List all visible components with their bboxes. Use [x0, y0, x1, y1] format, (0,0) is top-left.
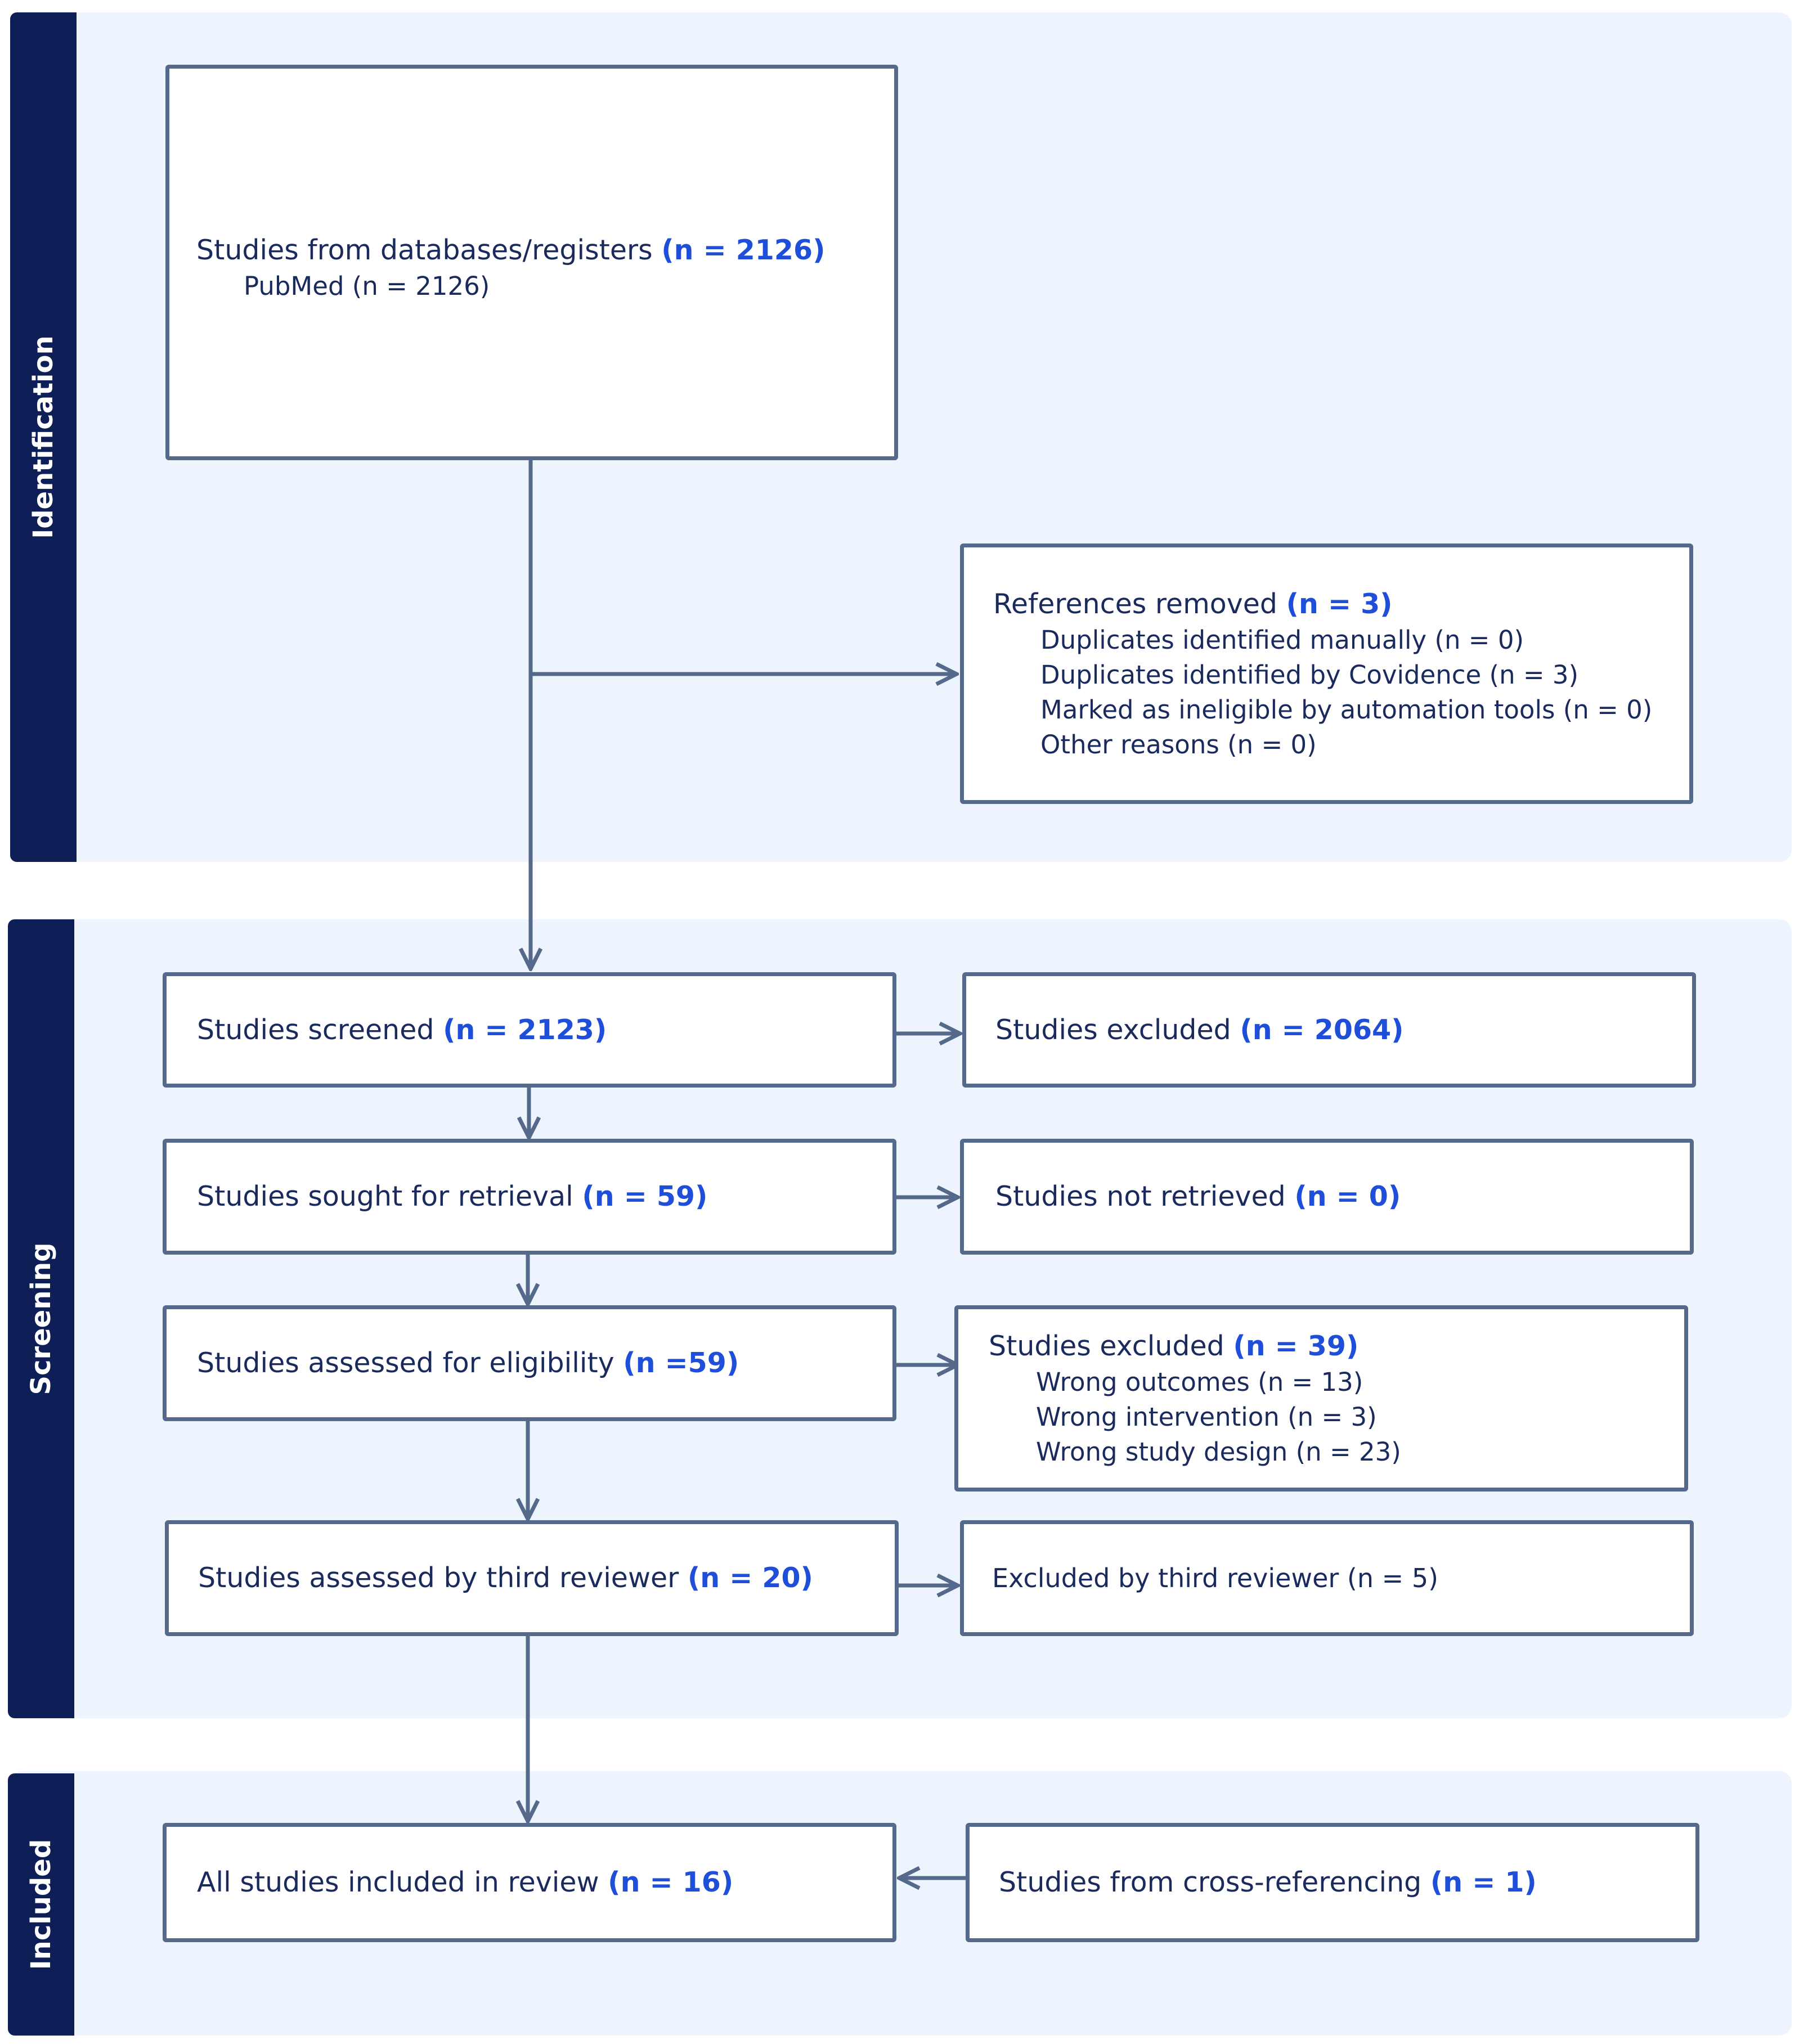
removed-reason: Marked as ineligible by automation tools… — [1040, 694, 1653, 725]
databases-count: (n = 2126) — [661, 234, 826, 266]
not-retrieved-box: Studies not retrieved (n = 0) — [960, 1139, 1694, 1255]
excluded-screen-label: Studies excluded — [995, 1013, 1231, 1046]
removed-count: (n = 3) — [1286, 587, 1393, 620]
eligibility-count: (n =59) — [623, 1347, 739, 1379]
included-count: (n = 16) — [608, 1866, 734, 1898]
removed-reason: Duplicates identified manually (n = 0) — [1040, 625, 1524, 655]
pubmed-line: PubMed (n = 2126) — [244, 271, 490, 301]
third-box: Studies assessed by third reviewer (n = … — [165, 1520, 899, 1636]
screened-label: Studies screened — [197, 1013, 434, 1046]
eligibility-label: Studies assessed for eligibility — [197, 1347, 614, 1379]
excluded-screen-count: (n = 2064) — [1240, 1013, 1404, 1046]
sought-box: Studies sought for retrieval (n = 59) — [163, 1139, 896, 1255]
eligibility-box: Studies assessed for eligibility (n =59) — [163, 1305, 896, 1421]
not-retrieved-label: Studies not retrieved — [995, 1180, 1286, 1212]
third-label: Studies assessed by third reviewer — [198, 1562, 679, 1594]
excluded-screen-heading: Studies excluded (n = 2064) — [995, 1012, 1692, 1049]
not-retrieved-count: (n = 0) — [1294, 1180, 1401, 1212]
sought-label: Studies sought for retrieval — [197, 1180, 573, 1212]
removed-reason: Other reasons (n = 0) — [1040, 729, 1317, 760]
cross-box: Studies from cross-referencing (n = 1) — [966, 1823, 1699, 1942]
exclusion-reason: Wrong study design (n = 23) — [1036, 1436, 1401, 1467]
included-label: All studies included in review — [197, 1866, 599, 1898]
exclusion-reason: Wrong outcomes (n = 13) — [1036, 1367, 1363, 1397]
cross-label: Studies from cross-referencing — [999, 1866, 1422, 1898]
third-heading: Studies assessed by third reviewer (n = … — [198, 1560, 895, 1597]
databases-box: Studies from databases/registers (n = 21… — [165, 65, 898, 460]
cross-heading: Studies from cross-referencing (n = 1) — [999, 1864, 1695, 1901]
identification-tab: Identification — [10, 12, 77, 862]
excluded-elig-heading: Studies excluded (n = 39) — [989, 1328, 1684, 1365]
excluded-screen-box: Studies excluded (n = 2064) — [962, 972, 1696, 1088]
excluded-third-box: Excluded by third reviewer (n = 5) — [960, 1520, 1694, 1636]
screened-heading: Studies screened (n = 2123) — [197, 1012, 892, 1049]
screened-count: (n = 2123) — [443, 1013, 607, 1046]
screened-box: Studies screened (n = 2123) — [163, 972, 896, 1088]
excluded-third-label: Excluded by third reviewer (n = 5) — [992, 1563, 1439, 1593]
excluded-elig-count: (n = 39) — [1233, 1329, 1359, 1362]
databases-label: Studies from databases/registers — [196, 234, 653, 266]
removed-box: References removed (n = 3) Duplicates id… — [960, 543, 1693, 804]
databases-heading: Studies from databases/registers (n = 21… — [196, 232, 894, 269]
exclusion-reason: Wrong intervention (n = 3) — [1036, 1401, 1377, 1432]
sought-heading: Studies sought for retrieval (n = 59) — [197, 1178, 892, 1215]
not-retrieved-heading: Studies not retrieved (n = 0) — [995, 1178, 1690, 1215]
eligibility-heading: Studies assessed for eligibility (n =59) — [197, 1345, 892, 1382]
screening-tab: Screening — [8, 919, 74, 1718]
excluded-elig-box: Studies excluded (n = 39) Wrong outcomes… — [954, 1305, 1688, 1492]
third-count: (n = 20) — [687, 1562, 813, 1594]
cross-count: (n = 1) — [1430, 1866, 1537, 1898]
removed-reason: Duplicates identified by Covidence (n = … — [1040, 659, 1579, 690]
excluded-elig-label: Studies excluded — [989, 1329, 1224, 1362]
removed-heading: References removed (n = 3) — [993, 586, 1689, 623]
removed-label: References removed — [993, 587, 1278, 620]
sought-count: (n = 59) — [582, 1180, 708, 1212]
included-heading: All studies included in review (n = 16) — [197, 1864, 892, 1901]
included-box: All studies included in review (n = 16) — [163, 1823, 896, 1942]
included-tab: Included — [8, 1773, 74, 2036]
